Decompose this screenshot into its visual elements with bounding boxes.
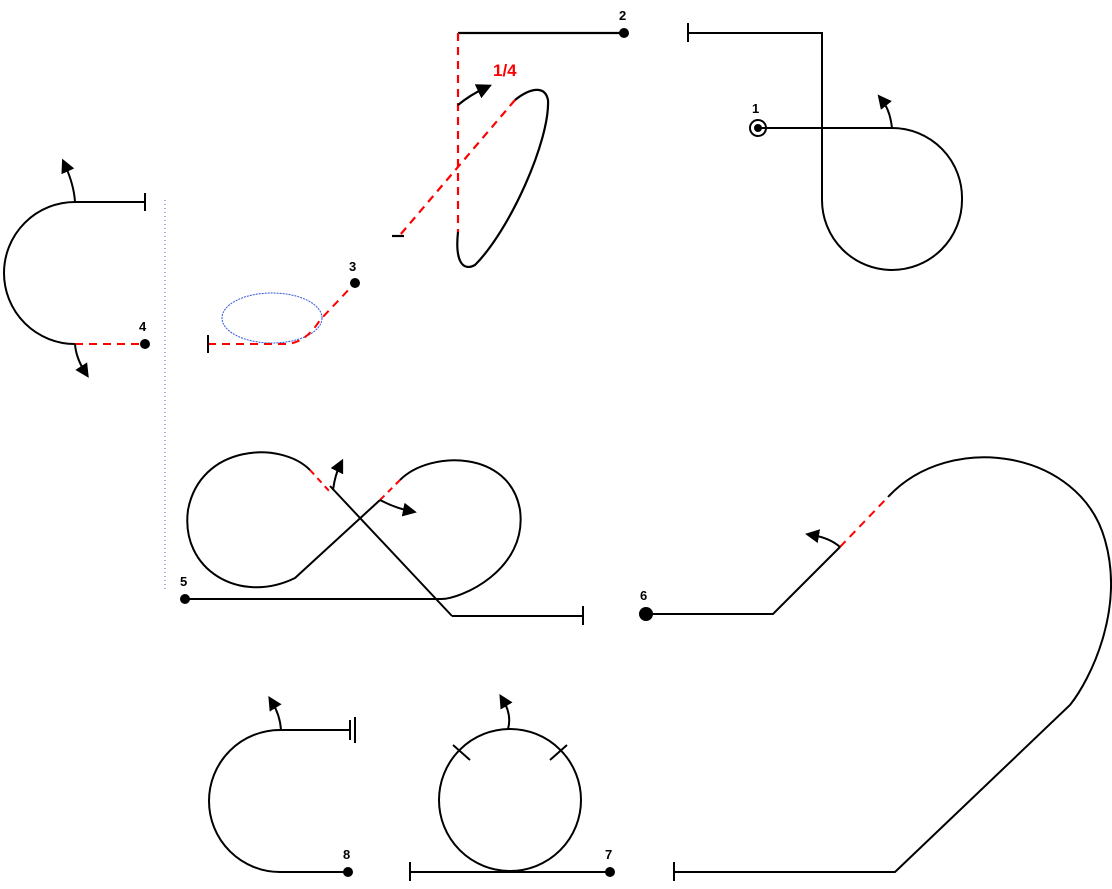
start-marker-1: [749, 119, 767, 137]
node-7: [605, 867, 615, 877]
figure-2: [392, 28, 629, 268]
figure-1: [687, 23, 964, 271]
direction-arrow-4a: [61, 158, 76, 203]
path-1: [688, 32, 964, 271]
direction-arrow-5a: [330, 458, 344, 491]
label-4: 4: [139, 319, 147, 334]
node-3: [350, 278, 360, 288]
figure-8: [208, 696, 356, 877]
figure-4: [3, 158, 166, 592]
label-1: 1: [752, 101, 759, 116]
label-3: 3: [349, 259, 356, 274]
label-2: 2: [619, 8, 626, 23]
direction-arrow-8: [268, 696, 282, 731]
fraction-label: 1/4: [493, 61, 517, 80]
node-6: [639, 607, 653, 621]
figure-7: [409, 693, 615, 881]
node-2: [619, 28, 629, 38]
label-8: 8: [343, 847, 350, 862]
direction-arrow-2: [457, 84, 492, 106]
figure-3: [207, 278, 360, 353]
direction-arrow-6: [805, 529, 841, 548]
node-8: [343, 867, 353, 877]
direction-arrow-4b: [74, 343, 89, 378]
label-7: 7: [605, 847, 612, 862]
figure-5: [180, 451, 584, 625]
label-6: 6: [640, 588, 647, 603]
direction-arrow-5b: [379, 499, 417, 517]
node-4: [140, 339, 150, 349]
direction-arrow-7: [499, 693, 513, 730]
label-5: 5: [180, 574, 187, 589]
node-5: [180, 594, 190, 604]
figure-6: [639, 456, 1112, 881]
direction-arrow-1: [877, 94, 893, 129]
